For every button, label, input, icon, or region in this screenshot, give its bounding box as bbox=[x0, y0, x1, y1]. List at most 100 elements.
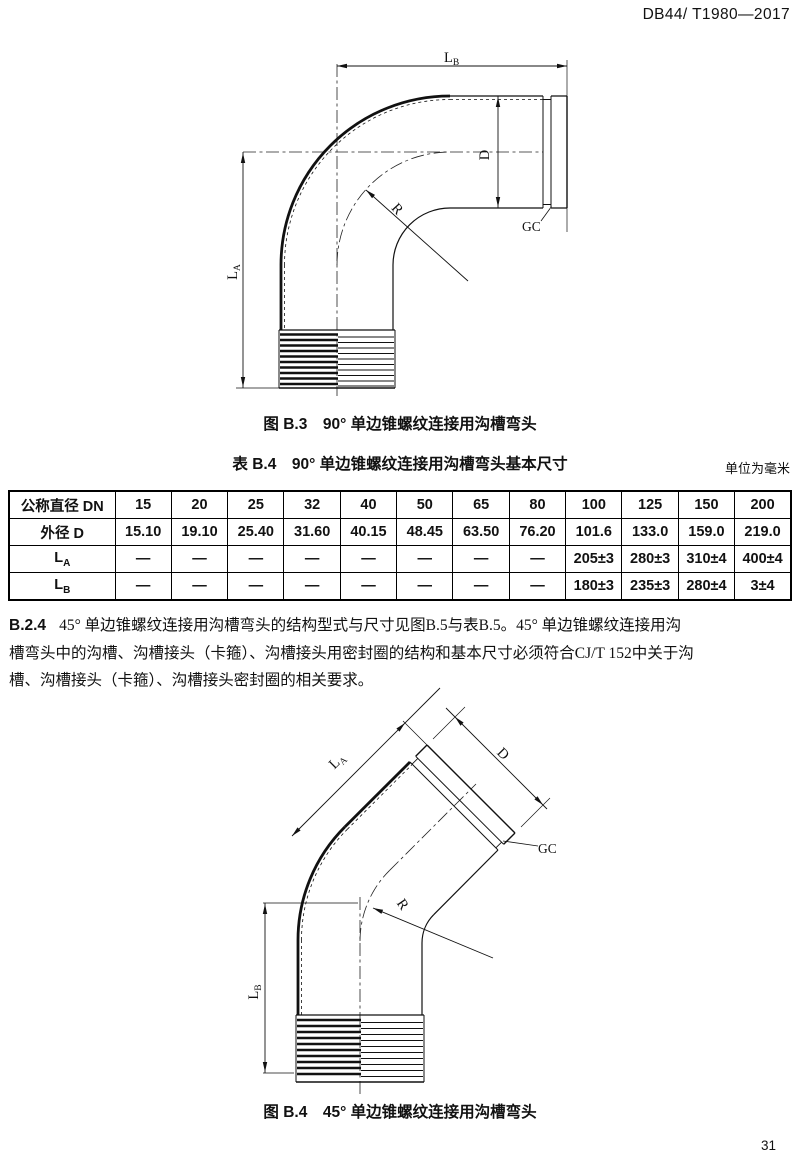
dim-d-label: D bbox=[493, 745, 512, 764]
arrowheads-90 bbox=[240, 63, 567, 387]
table-cell: — bbox=[227, 545, 285, 573]
table-cell: — bbox=[452, 545, 510, 573]
table-cell: 100 bbox=[565, 490, 623, 519]
table-cell: 3±4 bbox=[734, 572, 792, 601]
clause-text: 45° 单边锥螺纹连接用沟槽弯头的结构型式与尺寸见图B.5与表B.5。45° 单… bbox=[59, 617, 682, 634]
table-cell: — bbox=[508, 572, 567, 601]
table-row-lb: LB — — — — — — — — 180±3 235±3 280±4 3±4 bbox=[8, 572, 792, 601]
row-header-cell: 外径 D bbox=[8, 518, 116, 546]
dim-label-main: L bbox=[444, 50, 453, 66]
dimensions-90 bbox=[236, 60, 568, 389]
dim-r-label: R bbox=[393, 896, 412, 913]
table-cell: 219.0 bbox=[734, 518, 792, 546]
dimensions-45 bbox=[262, 687, 551, 1074]
table-b4: 公称直径 DN 15 20 25 32 40 50 65 80 100 125 … bbox=[8, 490, 792, 601]
dim-lb-label: LB bbox=[444, 50, 459, 68]
table-cell: 40.15 bbox=[339, 518, 398, 546]
dim-la-label: LA bbox=[225, 264, 243, 280]
table-cell: — bbox=[396, 572, 454, 601]
table-cell: 63.50 bbox=[452, 518, 510, 546]
table-cell: — bbox=[170, 545, 229, 573]
doc-number: DB44/ T1980—2017 bbox=[642, 6, 790, 23]
table-cell: 20 bbox=[170, 490, 229, 519]
labels-45: LB LA D R GC bbox=[246, 745, 557, 1000]
table-cell: 280±3 bbox=[621, 545, 679, 573]
table-unit-note: 单位为毫米 bbox=[724, 461, 790, 476]
table-row-la: LA — — — — — — — — 205±3 280±3 310±4 400… bbox=[8, 545, 792, 573]
table-cell: 40 bbox=[339, 490, 398, 519]
table-cell: 19.10 bbox=[170, 518, 229, 546]
row-header-cell: LA bbox=[8, 545, 116, 573]
table-b4-caption: 表 B.4 90° 单边锥螺纹连接用沟槽弯头基本尺寸 bbox=[232, 456, 568, 473]
table-cell: — bbox=[227, 572, 285, 601]
threaded-end-45 bbox=[295, 1014, 425, 1083]
table-cell: — bbox=[339, 572, 398, 601]
figure-b4-drawing: LB LA D R GC bbox=[246, 687, 557, 1094]
la-symbol-sub: A bbox=[63, 557, 71, 569]
lb-symbol: L bbox=[54, 576, 64, 593]
table-cell: 150 bbox=[677, 490, 736, 519]
grooved-end-45 bbox=[409, 744, 516, 851]
table-cell: — bbox=[114, 545, 172, 573]
table-cell: 235±3 bbox=[621, 572, 679, 601]
arrowheads-45 bbox=[262, 717, 543, 1072]
table-cell: — bbox=[508, 545, 567, 573]
table-cell: 180±3 bbox=[565, 572, 623, 601]
la-symbol: L bbox=[54, 549, 64, 566]
row-header-cell: 公称直径 DN bbox=[8, 490, 116, 519]
table-cell: 200 bbox=[734, 490, 792, 519]
table-cell: — bbox=[114, 572, 172, 601]
clause-line: 槽弯头中的沟槽、沟槽接头（卡箍）、沟槽接头用密封圈的结构和基本尺寸必须符合CJ/… bbox=[9, 644, 694, 662]
labels-90: LB LA D R GC bbox=[225, 50, 541, 280]
dim-label-main: L bbox=[246, 991, 262, 1000]
table-cell: 80 bbox=[508, 490, 567, 519]
figure-b4-caption: 图 B.4 45° 单边锥螺纹连接用沟槽弯头 bbox=[263, 1104, 537, 1121]
table-cell: 159.0 bbox=[677, 518, 736, 546]
table-cell: 101.6 bbox=[565, 518, 623, 546]
table-cell: 25.40 bbox=[227, 518, 285, 546]
table-cell: 50 bbox=[396, 490, 454, 519]
table-cell: 15.10 bbox=[114, 518, 172, 546]
figure-b3-drawing: LB LA D R GC bbox=[225, 50, 568, 396]
lb-symbol-sub: B bbox=[63, 584, 71, 596]
groove-gc-label: GC bbox=[538, 841, 557, 856]
table-row-outer-d: 外径 D 15.10 19.10 25.40 31.60 40.15 48.45… bbox=[8, 518, 792, 546]
table-cell: — bbox=[283, 545, 341, 573]
pipe-body-45 bbox=[296, 761, 499, 1015]
clause-line: B.2.4 45° 单边锥螺纹连接用沟槽弯头的结构型式与尺寸见图B.5与表B.5。… bbox=[9, 612, 795, 640]
table-cell: 15 bbox=[114, 490, 172, 519]
figure-b3-caption: 图 B.3 90° 单边锥螺纹连接用沟槽弯头 bbox=[263, 416, 537, 433]
table-cell: 280±4 bbox=[677, 572, 736, 601]
dim-label-sub: B bbox=[453, 58, 459, 68]
groove-gc-label: GC bbox=[522, 219, 541, 234]
table-cell: 25 bbox=[227, 490, 285, 519]
centerlines-45 bbox=[359, 783, 477, 1094]
table-cell: 32 bbox=[283, 490, 341, 519]
table-cell: — bbox=[452, 572, 510, 601]
dim-label-main: L bbox=[225, 271, 241, 280]
dim-label-sub: B bbox=[254, 984, 264, 990]
table-cell: 76.20 bbox=[508, 518, 567, 546]
table-row-dn: 公称直径 DN 15 20 25 32 40 50 65 80 100 125 … bbox=[8, 490, 792, 519]
table-cell: 125 bbox=[621, 490, 679, 519]
dim-label-sub: A bbox=[233, 264, 243, 271]
table-cell: 31.60 bbox=[283, 518, 341, 546]
dim-la-label: LA bbox=[326, 750, 350, 774]
dim-r-label: R bbox=[388, 200, 407, 218]
clause-number: B.2.4 bbox=[9, 617, 47, 634]
pipe-body-90 bbox=[279, 94, 543, 330]
clause-b24: B.2.4 45° 单边锥螺纹连接用沟槽弯头的结构型式与尺寸见图B.5与表B.5。… bbox=[9, 612, 795, 695]
grooved-end-90 bbox=[542, 95, 568, 209]
table-cell: — bbox=[339, 545, 398, 573]
page-number: 31 bbox=[760, 1138, 776, 1153]
dim-d-label: D bbox=[477, 150, 493, 160]
threaded-end-90 bbox=[278, 329, 396, 389]
dim-lb-label: LB bbox=[246, 984, 264, 999]
table-cell: 205±3 bbox=[565, 545, 623, 573]
table-cell: 48.45 bbox=[396, 518, 454, 546]
table-cell: — bbox=[283, 572, 341, 601]
row-header-cell: LB bbox=[8, 572, 116, 601]
clause-line: 槽、沟槽接头（卡箍）、沟槽接头密封圈的相关要求。 bbox=[9, 672, 374, 689]
